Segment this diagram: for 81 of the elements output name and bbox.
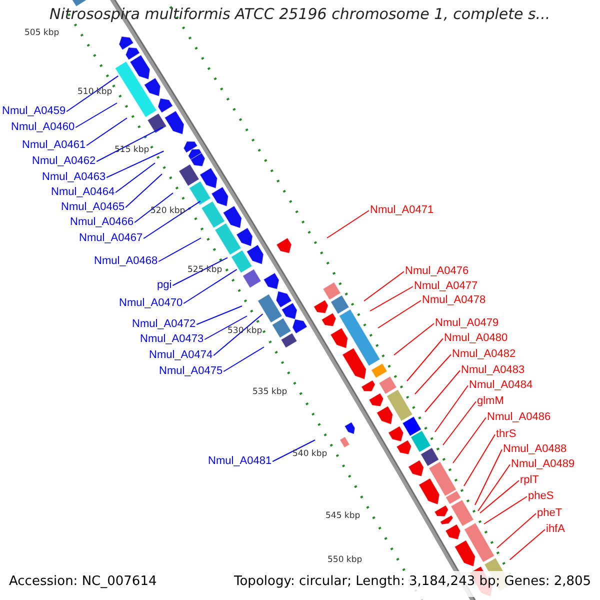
leader-line (75, 102, 118, 128)
leader-line (474, 449, 502, 506)
scale-label: 535 kbp (252, 387, 288, 397)
gene-label: Nmul_A0463 (42, 171, 106, 184)
gene-label: Nmul_A0462 (32, 155, 96, 168)
leader-line (158, 238, 202, 262)
gene-label: Nmul_A0467 (79, 232, 143, 245)
leader-line (406, 338, 444, 382)
leader-line (378, 300, 422, 328)
gene-label: Nmul_A0464 (51, 186, 115, 199)
scale-label: 540 kbp (292, 449, 328, 459)
leader-line (434, 385, 468, 432)
scale-label: 530 kbp (228, 326, 262, 336)
gene-label: Nmul_A0465 (61, 201, 125, 214)
gene-label: Nmul_A0478 (422, 294, 486, 307)
leader-line (66, 75, 119, 112)
gene-label: pheT (537, 507, 562, 520)
leader-line (452, 417, 486, 464)
gene-label: Nmul_A0477 (414, 280, 478, 293)
leader-line (442, 401, 476, 446)
gene-label: Nmul_A0486 (487, 411, 551, 424)
gene-label: Nmul_A0471 (370, 204, 434, 217)
gene-label: rplT (520, 474, 539, 487)
scale-label: 505 kbp (24, 28, 60, 38)
accession-text: Accession: NC_007614 (9, 575, 157, 588)
leader-line (213, 313, 264, 356)
scale-label: 510 kbp (78, 87, 112, 97)
gene-label: pheS (528, 490, 554, 503)
gene-label: Nmul_A0466 (70, 216, 134, 229)
leader-line (414, 354, 452, 394)
leader-line (272, 440, 316, 462)
leader-line (106, 150, 164, 178)
leader-line (143, 200, 201, 239)
leader-line (196, 306, 242, 325)
gene-label: Nmul_A0459 (2, 105, 66, 118)
leader-line (86, 118, 128, 146)
leader-line (424, 370, 460, 412)
gene-label: Nmul_A0488 (503, 443, 567, 456)
leader-line (125, 174, 162, 208)
gene-label: Nmul_A0480 (444, 332, 508, 345)
gene-label: Nmul_A0479 (435, 317, 499, 330)
leader-line (326, 210, 370, 238)
gene-label: Nmul_A0484 (469, 379, 533, 392)
gene-label: Nmul_A0474 (149, 349, 213, 362)
leader-line (223, 346, 264, 372)
leader-line (204, 316, 248, 340)
gene-label: Nmul_A0481 (208, 455, 272, 468)
gene-label: Nmul_A0472 (132, 318, 196, 331)
gene-label: Nmul_A0483 (461, 364, 525, 377)
genome-info-text: Topology: circular; Length: 3,184,243 bp; Genes: 2,805 (234, 575, 592, 588)
leader-line (478, 464, 510, 512)
gene-label: Nmul_A0470 (119, 297, 183, 310)
leader-line (509, 529, 546, 560)
leader-line (496, 513, 536, 548)
gene-label: Nmul_A0473 (140, 333, 204, 346)
gene-label: Nmul_A0489 (511, 458, 575, 471)
leader-line (484, 496, 528, 524)
gene-label: Nmul_A0460 (11, 121, 75, 134)
leader-line (115, 162, 156, 193)
leader-line (464, 434, 496, 486)
gene-label: Nmul_A0482 (452, 348, 516, 361)
leader-line (480, 480, 520, 514)
scale-label: 550 kbp (328, 555, 362, 565)
scale-label: 520 kbp (150, 206, 186, 216)
gene-label: thrS (496, 428, 516, 441)
leader-line (364, 271, 404, 302)
gene-label: Nmul_A0476 (405, 265, 469, 278)
gene-label: ihfA (546, 523, 565, 536)
leader-line (134, 192, 174, 223)
gene-label: Nmul_A0461 (22, 139, 86, 152)
gene-label: pgi (157, 279, 172, 292)
leader-line (183, 268, 238, 304)
gene-label: Nmul_A0468 (94, 255, 158, 268)
gene-label: Nmul_A0475 (159, 365, 223, 378)
leader-line (96, 126, 164, 162)
scale-label: 525 kbp (188, 265, 222, 275)
scale-label: 545 kbp (326, 511, 360, 521)
leader-line (370, 286, 414, 312)
leader-line (394, 323, 434, 356)
gene-label: glmM (477, 395, 504, 408)
leader-line (172, 257, 228, 286)
